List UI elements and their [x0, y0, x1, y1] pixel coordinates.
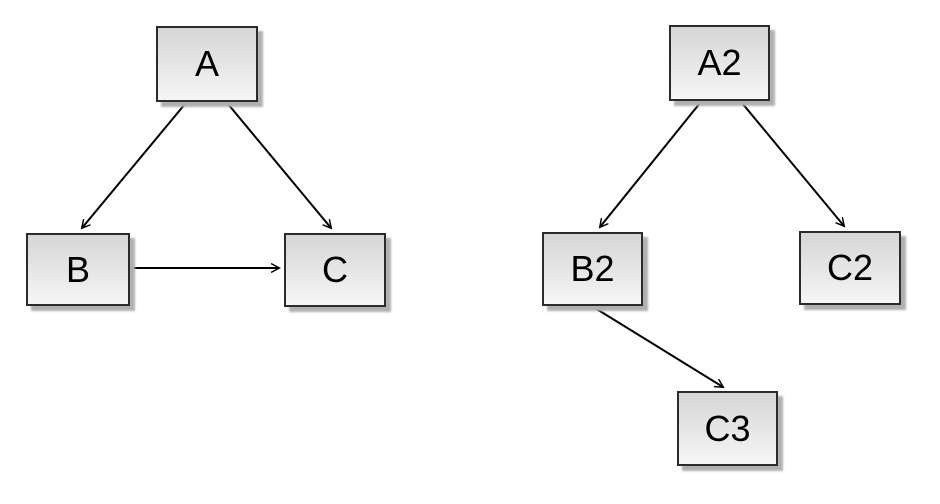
node-A-label: A: [194, 43, 219, 84]
node-C2-label: C2: [826, 247, 874, 288]
node-A2-label: A2: [697, 42, 742, 83]
node-B2-label: B2: [570, 248, 615, 289]
edge-A-C: [227, 103, 331, 228]
node-C: C: [284, 233, 386, 307]
edge-B2-C3: [594, 307, 723, 387]
node-B-label: B: [65, 248, 90, 290]
edge-A2-B2: [600, 102, 701, 227]
node-C3: C3: [677, 391, 778, 466]
node-C-label: C: [322, 249, 348, 290]
node-C3-label: C3: [704, 407, 751, 449]
edge-A-B: [82, 103, 186, 228]
node-A2: A2: [669, 25, 770, 101]
node-B2: B2: [542, 232, 643, 306]
edge-A2-C2: [741, 102, 844, 226]
node-A: A: [156, 26, 258, 102]
node-B: B: [26, 233, 130, 306]
node-C2: C2: [799, 231, 901, 305]
